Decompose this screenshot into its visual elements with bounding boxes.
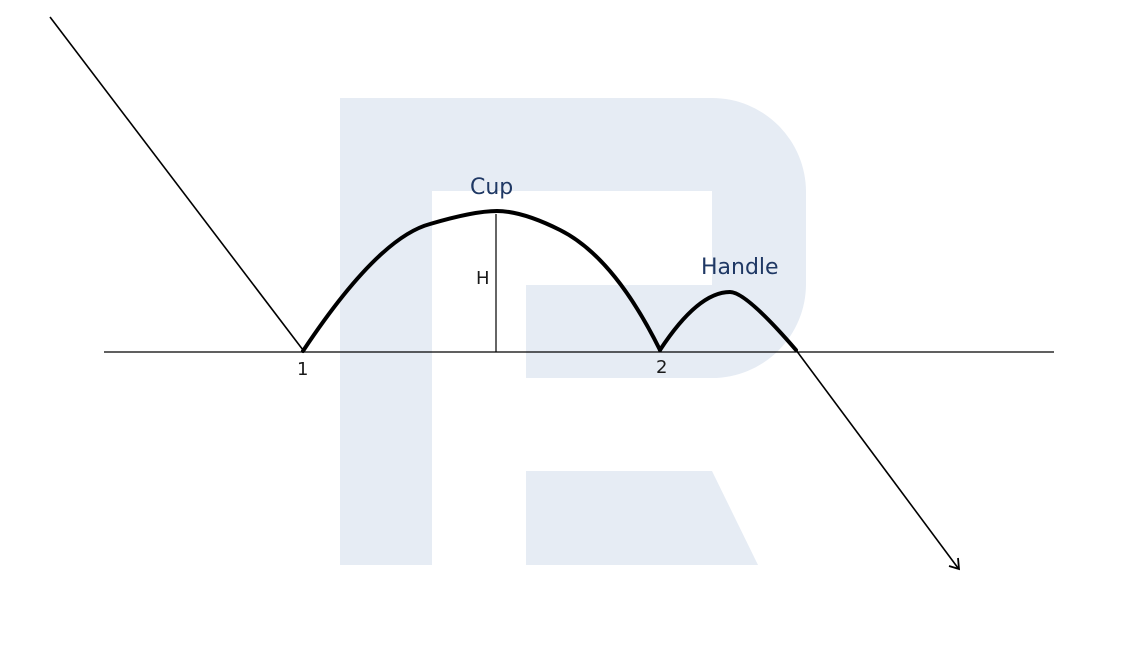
cup-curve xyxy=(301,208,662,353)
logo-watermark-icon xyxy=(340,98,806,565)
height-label: H xyxy=(476,268,490,289)
arrowhead-icon xyxy=(948,557,961,571)
point-2-label: 2 xyxy=(656,357,667,378)
cup-label: Cup xyxy=(470,175,513,200)
breakdown-arrow-line xyxy=(795,349,959,569)
handle-curve xyxy=(658,289,798,352)
downtrend-line xyxy=(49,16,304,351)
point-1-label: 1 xyxy=(297,359,308,380)
handle-label: Handle xyxy=(701,255,779,280)
